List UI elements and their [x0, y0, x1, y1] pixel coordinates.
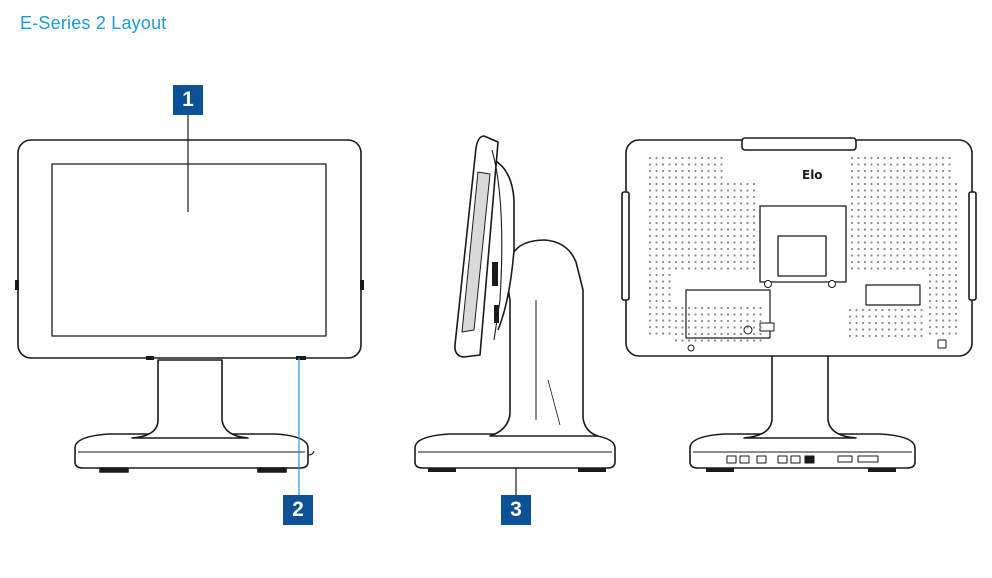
- front-base: [74, 433, 309, 469]
- rear-logo: Elo: [802, 168, 823, 182]
- rear-base: [689, 433, 916, 469]
- side-view: [414, 135, 616, 472]
- front-stand: [131, 359, 249, 439]
- page-title: E-Series 2 Layout: [20, 13, 167, 33]
- side-base: [414, 433, 616, 469]
- front-screen: [51, 163, 327, 337]
- front-view: [15, 139, 364, 473]
- callout-1: 1: [173, 85, 203, 115]
- side-stand: [489, 239, 599, 437]
- callout-2: 2: [283, 495, 313, 525]
- callout-3: 3: [501, 495, 531, 525]
- rear-view: [621, 137, 977, 472]
- rear-vent-dots: [648, 156, 958, 342]
